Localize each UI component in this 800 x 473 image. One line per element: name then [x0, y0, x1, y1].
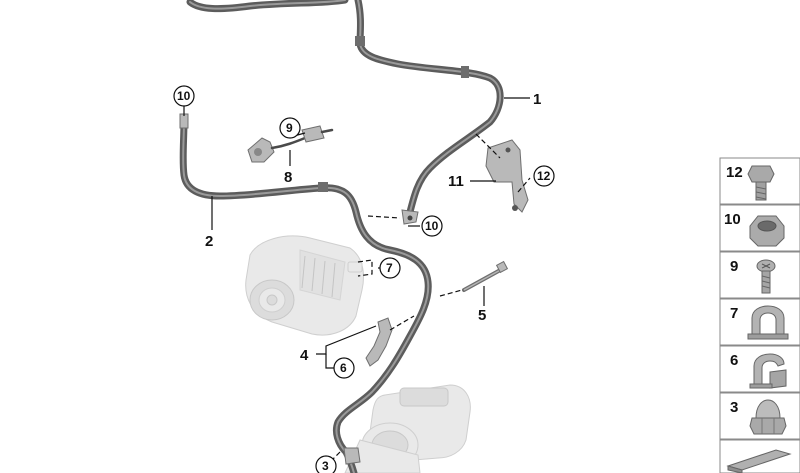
- callout-9: 9: [286, 121, 293, 135]
- bolt-5: [462, 260, 509, 292]
- bracket-6: [365, 317, 393, 367]
- parts-panel-item-12: 12: [719, 157, 800, 205]
- callout-7: 7: [386, 261, 393, 275]
- callout-6-circle: 6: [333, 357, 355, 379]
- parts-panel-item-6: 6: [719, 345, 800, 393]
- callout-10b-circle: 10: [421, 215, 443, 237]
- parts-panel: 12 10 9: [719, 157, 800, 473]
- cable-clip-open-icon: [749, 353, 787, 389]
- cap-nut-icon: [749, 399, 787, 435]
- bracket-11: [485, 139, 529, 213]
- parts-panel-item-strip: [719, 439, 800, 473]
- part-number-7: 7: [730, 305, 738, 322]
- cable-2: [179, 113, 432, 473]
- callout-12-circle: 12: [533, 165, 555, 187]
- cable-1: [186, 0, 504, 225]
- parts-panel-item-9: 9: [719, 251, 800, 299]
- hex-nut-icon: [749, 215, 785, 247]
- parts-panel-item-7: 7: [719, 298, 800, 346]
- callout-4: 4: [300, 347, 309, 364]
- part-number-12: 12: [726, 164, 743, 181]
- round-head-screw-icon: [756, 259, 776, 294]
- part-number-3: 3: [730, 399, 738, 416]
- part-number-9: 9: [730, 258, 738, 275]
- part-number-6: 6: [730, 352, 738, 369]
- callout-9-circle: 9: [279, 117, 301, 139]
- cable-clip-icon: [747, 305, 789, 340]
- gasket-strip-icon: [726, 449, 792, 473]
- callout-8: 8: [284, 169, 292, 186]
- callout-5: 5: [478, 307, 486, 324]
- parts-panel-item-10: 10: [719, 204, 800, 252]
- callout-10a-circle: 10: [173, 85, 195, 107]
- part-number-10: 10: [724, 211, 741, 228]
- callout-10a: 10: [177, 89, 191, 103]
- callout-1: 1: [533, 91, 541, 108]
- callout-12: 12: [537, 169, 551, 183]
- sensor-lead-8: [247, 125, 334, 163]
- alternator-illustration: [245, 235, 364, 336]
- parts-panel-item-3: 3: [719, 392, 800, 440]
- callout-3-circle: 3: [315, 455, 337, 473]
- callouts: 1 2 3 4 5 6 7 8 9 10 10 11: [173, 85, 555, 473]
- callout-7-circle: 7: [379, 257, 401, 279]
- callout-3: 3: [322, 459, 329, 473]
- callout-6: 6: [340, 361, 347, 375]
- callout-11: 11: [448, 173, 464, 190]
- starter-motor-illustration: [344, 384, 471, 473]
- callout-10b: 10: [425, 219, 439, 233]
- callout-2: 2: [205, 233, 213, 250]
- hex-bolt-icon: [747, 165, 775, 201]
